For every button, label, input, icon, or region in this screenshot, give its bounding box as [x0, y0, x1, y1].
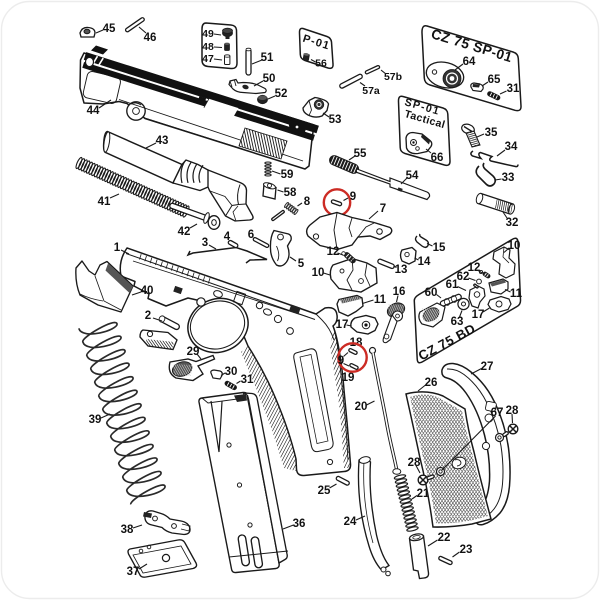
svg-text:41: 41 [98, 196, 111, 208]
svg-text:52: 52 [275, 88, 288, 100]
svg-text:6: 6 [248, 229, 254, 241]
svg-text:22: 22 [438, 532, 451, 544]
svg-text:40: 40 [141, 285, 154, 297]
svg-text:28: 28 [408, 457, 421, 469]
svg-text:64: 64 [463, 56, 476, 68]
svg-text:16: 16 [393, 286, 406, 298]
svg-text:48: 48 [202, 41, 214, 53]
svg-text:20: 20 [355, 401, 368, 413]
svg-text:33: 33 [502, 172, 515, 184]
svg-text:62: 62 [457, 271, 470, 283]
svg-text:60: 60 [425, 287, 438, 299]
svg-text:12: 12 [468, 262, 481, 274]
svg-text:10: 10 [312, 267, 325, 279]
svg-text:13: 13 [395, 264, 408, 276]
svg-text:14: 14 [418, 256, 431, 268]
svg-text:66: 66 [431, 152, 444, 164]
svg-text:56: 56 [315, 58, 327, 70]
svg-text:31: 31 [241, 374, 254, 386]
svg-text:30: 30 [225, 366, 238, 378]
svg-text:23: 23 [460, 544, 473, 556]
svg-text:27: 27 [481, 361, 494, 373]
svg-text:54: 54 [406, 170, 419, 182]
svg-text:8: 8 [304, 196, 311, 208]
svg-text:37: 37 [127, 566, 140, 578]
svg-text:65: 65 [488, 74, 501, 86]
svg-text:19: 19 [342, 372, 355, 384]
svg-text:4: 4 [224, 231, 231, 243]
svg-text:25: 25 [318, 485, 331, 497]
svg-text:34: 34 [505, 141, 518, 153]
svg-text:47: 47 [202, 53, 214, 65]
svg-text:59: 59 [281, 169, 294, 181]
svg-text:63: 63 [451, 316, 464, 328]
svg-text:45: 45 [103, 23, 116, 35]
svg-text:5: 5 [298, 258, 305, 270]
svg-text:38: 38 [121, 524, 134, 536]
svg-text:15: 15 [433, 242, 446, 254]
svg-text:67: 67 [491, 407, 504, 419]
svg-text:11: 11 [374, 294, 387, 306]
svg-text:50: 50 [263, 73, 276, 85]
svg-text:24: 24 [344, 516, 357, 528]
svg-text:42: 42 [178, 226, 191, 238]
svg-text:2: 2 [145, 310, 151, 322]
svg-text:51: 51 [261, 52, 274, 64]
svg-text:39: 39 [89, 414, 102, 426]
svg-text:11: 11 [510, 288, 523, 300]
svg-text:55: 55 [354, 148, 367, 160]
svg-text:29: 29 [187, 346, 200, 358]
svg-text:61: 61 [446, 279, 459, 291]
svg-text:9: 9 [338, 355, 344, 367]
svg-text:57b: 57b [384, 71, 402, 83]
svg-text:53: 53 [329, 114, 342, 126]
svg-text:10: 10 [508, 240, 521, 252]
svg-text:7: 7 [380, 203, 386, 215]
svg-text:28: 28 [506, 405, 519, 417]
svg-text:17: 17 [336, 319, 349, 331]
svg-text:36: 36 [293, 518, 306, 530]
svg-text:35: 35 [485, 127, 498, 139]
svg-text:31: 31 [507, 83, 520, 95]
svg-text:9: 9 [350, 191, 356, 203]
svg-text:44: 44 [87, 105, 100, 117]
svg-text:12: 12 [327, 246, 340, 258]
svg-text:32: 32 [506, 217, 519, 229]
svg-text:49: 49 [202, 28, 214, 40]
svg-text:26: 26 [425, 377, 438, 389]
svg-text:46: 46 [144, 32, 157, 44]
svg-text:43: 43 [156, 135, 169, 147]
svg-text:57a: 57a [362, 85, 380, 97]
svg-text:1: 1 [114, 242, 121, 254]
svg-text:3: 3 [202, 237, 208, 249]
svg-text:17: 17 [472, 309, 485, 321]
svg-text:58: 58 [284, 187, 297, 199]
